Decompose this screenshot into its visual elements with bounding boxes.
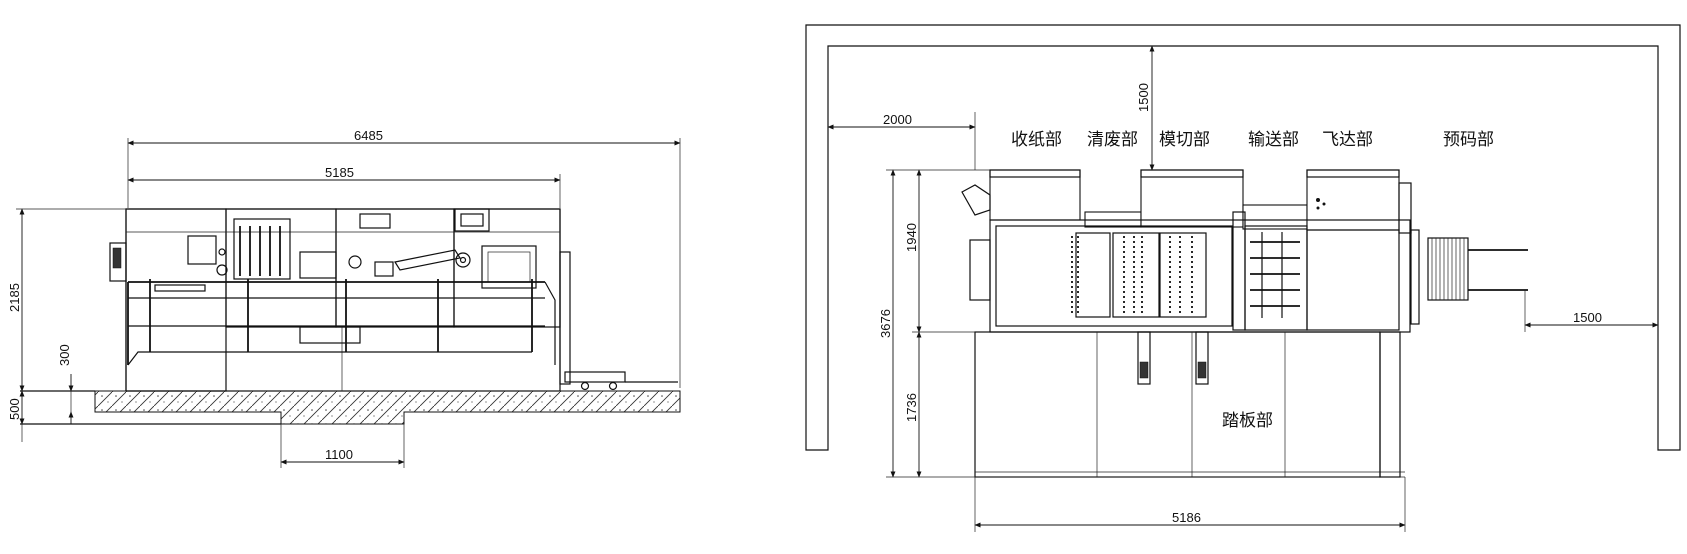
dim-total-width: 3676 [878, 169, 990, 478]
label-transport: 输送部 [1248, 130, 1299, 150]
label-pre-stack: 预码部 [1443, 130, 1494, 150]
dim-6485: 6485 [354, 128, 383, 143]
dim-2000: 2000 [883, 112, 912, 127]
dim-5186: 5186 [1172, 510, 1201, 525]
label-stripping: 清废部 [1087, 130, 1138, 150]
dim-300: 300 [57, 344, 72, 366]
dim-wall-clearance: 2000 [827, 112, 976, 170]
dim-overall-length: 6485 [127, 128, 681, 388]
wall-outline [805, 24, 1681, 451]
dim-machine-length: 5185 [127, 165, 561, 208]
dim-1736: 1736 [904, 393, 919, 422]
dim-2185: 2185 [7, 283, 22, 312]
dim-1940: 1940 [904, 223, 919, 252]
dim-1500-vertical: 1500 [1136, 83, 1151, 112]
dim-500: 500 [7, 398, 22, 420]
ground-hatch [94, 390, 681, 425]
side-machine-body [109, 208, 678, 392]
top-machine-body [961, 169, 1528, 478]
dim-lower-depth: 1736 [904, 331, 922, 478]
label-delivery: 收纸部 [1011, 130, 1062, 150]
dim-top-clearance: 1500 [1136, 45, 1155, 171]
side-railing [127, 279, 556, 366]
dim-upper-depth: 1940 [904, 169, 975, 333]
label-die-cutting: 模切部 [1159, 130, 1210, 150]
side-view: 6485 5185 2185 300 500 [7, 128, 681, 468]
label-feeder: 飞达部 [1322, 130, 1373, 150]
dim-pit-depth: 500 [7, 390, 25, 442]
label-platform: 踏板部 [1222, 411, 1273, 431]
dim-top-machine-length: 5186 [974, 477, 1406, 532]
dim-5185: 5185 [325, 165, 354, 180]
dim-1500-horizontal: 1500 [1573, 310, 1602, 325]
die-cut-marks [1071, 236, 1193, 314]
transport-grippers [1250, 232, 1300, 318]
dim-height: 2185 [7, 208, 126, 392]
dim-feeder-clearance: 1500 [1524, 290, 1659, 332]
top-view: 收纸部 清废部 模切部 输送部 飞达部 预码部 [805, 24, 1681, 532]
dim-1100: 1100 [325, 447, 353, 462]
gripper-bars [239, 226, 281, 276]
dim-3676: 3676 [878, 309, 893, 338]
dim-pit-width: 1100 [280, 424, 405, 468]
pre-stack-pile [1431, 238, 1465, 300]
dim-step: 300 [57, 344, 74, 424]
